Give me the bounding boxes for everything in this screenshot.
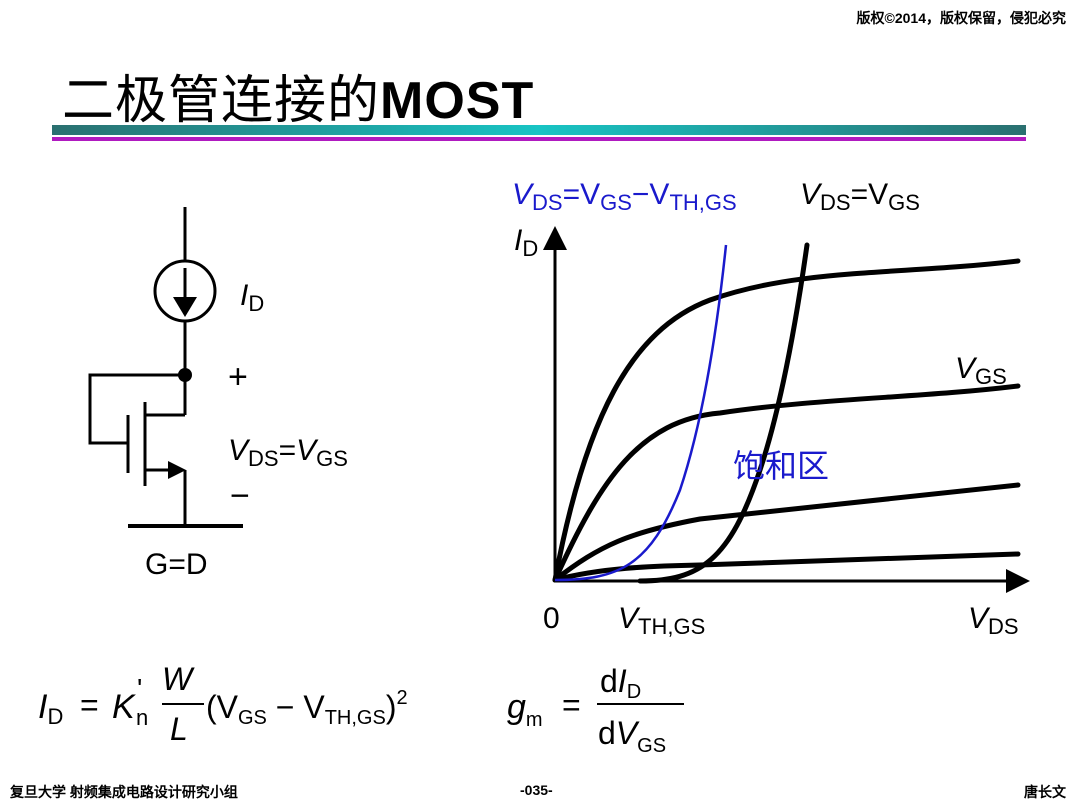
svg-text:=: = [80,687,99,723]
slide-title-english: MOST [380,72,535,130]
svg-text:K: K [112,688,136,726]
x-axis-label: VDS [968,602,1019,639]
svg-text:n: n [136,705,148,730]
svg-text:dID: dID [600,663,641,703]
output-characteristic-curves [552,242,1021,584]
svg-text:=: = [562,687,581,723]
curve-vgs-1 [552,551,1021,583]
minus-sign: − [230,477,250,515]
footer-institution: 复旦大学 射频集成电路设计研究小组 [10,784,238,800]
black-boundary-label: VDS=VGS [800,178,920,215]
title-underline-magenta [52,137,1026,141]
vds-sat-boundary-curve [554,244,728,582]
current-label: ID [240,279,264,316]
curve-vgs-3 [552,383,1021,583]
slide-title: 二极管连接的MOST [62,58,534,133]
svg-text:dVGS: dVGS [598,715,666,757]
saturation-region-label: 饱和区 [733,447,829,485]
drain-current-formula: ID = K ' n W L (VGS − VTH,GS)2 [38,661,408,747]
footer-page-number: -035- [520,782,553,798]
slide-title-chinese: 二极管连接的 [62,71,381,131]
source-arrowhead [168,461,186,479]
origin-label: 0 [543,602,560,635]
svg-text:L: L [170,711,188,747]
plus-sign: + [228,358,248,396]
vds-equals-vgs-curve [637,242,810,584]
vgs-curve-label: VGS [955,352,1007,389]
transconductance-formula: gm = dID dVGS [507,663,684,757]
ground-label: G=D [145,548,208,581]
svg-text:W: W [162,661,195,697]
y-axis-label: ID [514,224,538,261]
svg-text:gm: gm [507,688,543,731]
threshold-voltage-label: VTH,GS [618,602,705,639]
svg-text:ID: ID [38,688,63,729]
diode-connected-mosfet-circuit [88,207,243,528]
gate-drain-short-wire [88,373,185,445]
curve-vgs-2 [552,482,1021,583]
curve-vgs-4 [552,258,1021,583]
footer-author: 唐长文 [1024,784,1066,800]
copyright-notice: 版权©2014，版权保留，侵犯必究 [856,10,1066,26]
current-source-arrowhead [173,297,197,317]
title-underline-gradient [52,125,1026,135]
svg-text:': ' [137,673,142,704]
svg-text:(VGS − VTH,GS)2: (VGS − VTH,GS)2 [206,687,408,729]
blue-boundary-label: VDS=VGS−VTH,GS [512,178,737,215]
vds-equals-vgs-label: VDS=VGS [228,434,348,471]
